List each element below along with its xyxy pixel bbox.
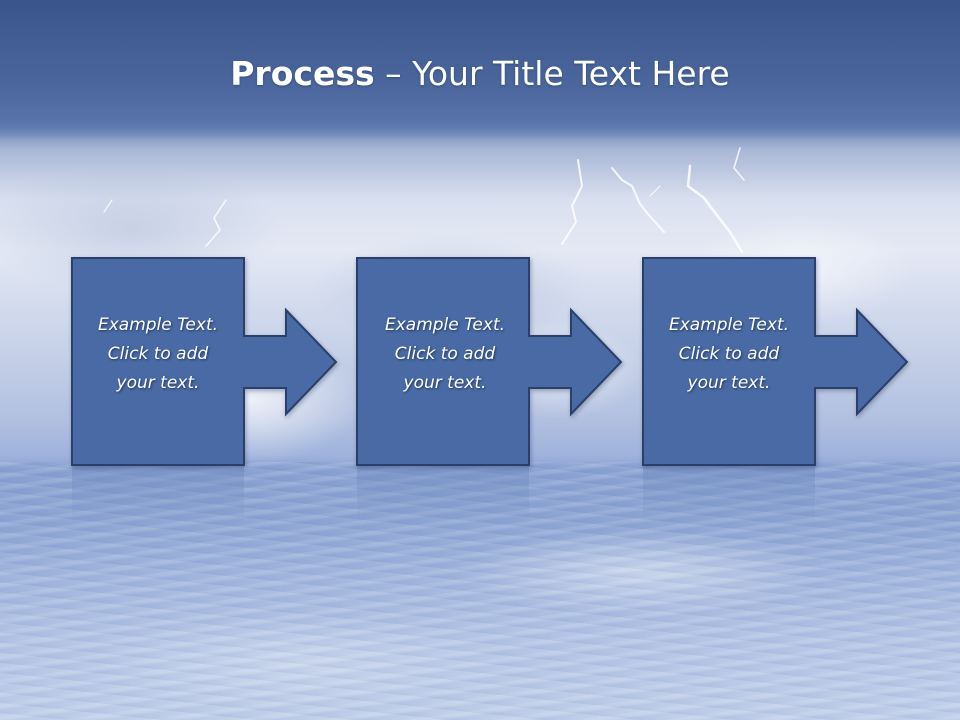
- step-1-line-1: Example Text.: [97, 315, 219, 335]
- title-band: [0, 0, 960, 140]
- step-3-line-3: your text.: [687, 373, 771, 393]
- step-2-arrow-shape[interactable]: [356, 257, 623, 466]
- step-3-text[interactable]: Example Text. Click to add your text.: [649, 311, 809, 398]
- step-2-text[interactable]: Example Text. Click to add your text.: [365, 311, 525, 398]
- slide-title[interactable]: Process – Your Title Text Here: [0, 52, 960, 96]
- step-3-line-2: Click to add: [678, 344, 780, 364]
- title-bold: Process: [230, 54, 375, 93]
- lightning-bolt: [649, 185, 661, 197]
- step-2-line-3: your text.: [403, 373, 487, 393]
- step-1-line-3: your text.: [116, 373, 200, 393]
- lightning-bolt: [103, 199, 113, 213]
- lightning-bolt: [733, 147, 745, 181]
- lightning-bolt: [205, 199, 227, 247]
- lightning-bolt: [561, 159, 583, 245]
- step-2-line-1: Example Text.: [384, 315, 506, 335]
- step-2-line-2: Click to add: [394, 344, 496, 364]
- lightning-bolt: [611, 167, 665, 233]
- step-1-text[interactable]: Example Text. Click to add your text.: [78, 311, 238, 398]
- step-1-line-2: Click to add: [107, 344, 209, 364]
- title-rest: – Your Title Text Here: [374, 54, 730, 93]
- step-reflections: [72, 466, 815, 526]
- step-3-arrow-shape[interactable]: [642, 257, 909, 466]
- lightning-bolt: [686, 164, 744, 254]
- step-3-line-1: Example Text.: [668, 315, 790, 335]
- step-1-arrow-shape[interactable]: [71, 257, 338, 466]
